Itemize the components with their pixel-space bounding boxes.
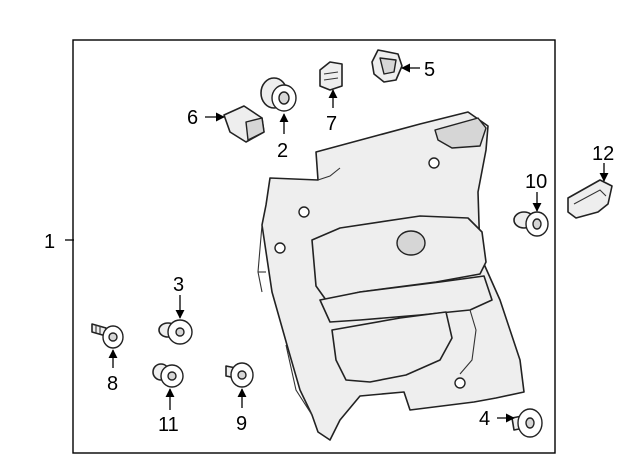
push-fastener-3 xyxy=(158,319,193,345)
callout-4: 4 xyxy=(479,408,490,430)
callout-11: 11 xyxy=(158,414,179,436)
callout-9: 9 xyxy=(236,413,247,435)
callout-12: 12 xyxy=(592,143,614,165)
callout-labels: 1 2 3 4 5 6 7 8 9 10 11 12 xyxy=(44,59,614,436)
retainer-clip-5 xyxy=(371,49,403,83)
callout-5: 5 xyxy=(424,59,435,81)
callout-10: 10 xyxy=(525,171,547,193)
callout-3: 3 xyxy=(173,274,184,296)
callout-6: 6 xyxy=(187,107,198,129)
screw-8 xyxy=(91,323,124,349)
callout-7: 7 xyxy=(326,113,337,135)
push-fastener-9 xyxy=(225,362,254,388)
push-fastener-2 xyxy=(260,77,297,112)
callout-2: 2 xyxy=(277,140,288,162)
wedge-clip-6 xyxy=(223,105,265,143)
push-fastener-4 xyxy=(511,408,543,438)
callout-1: 1 xyxy=(44,231,55,253)
quarter-trim-panel xyxy=(257,111,525,441)
callout-8: 8 xyxy=(107,373,118,395)
diagram-frame xyxy=(72,39,556,454)
push-fastener-10 xyxy=(513,211,549,237)
clip-7 xyxy=(319,61,343,91)
handle-cover-12 xyxy=(567,179,613,219)
push-fastener-11 xyxy=(152,363,184,388)
leader-lines xyxy=(65,63,609,423)
